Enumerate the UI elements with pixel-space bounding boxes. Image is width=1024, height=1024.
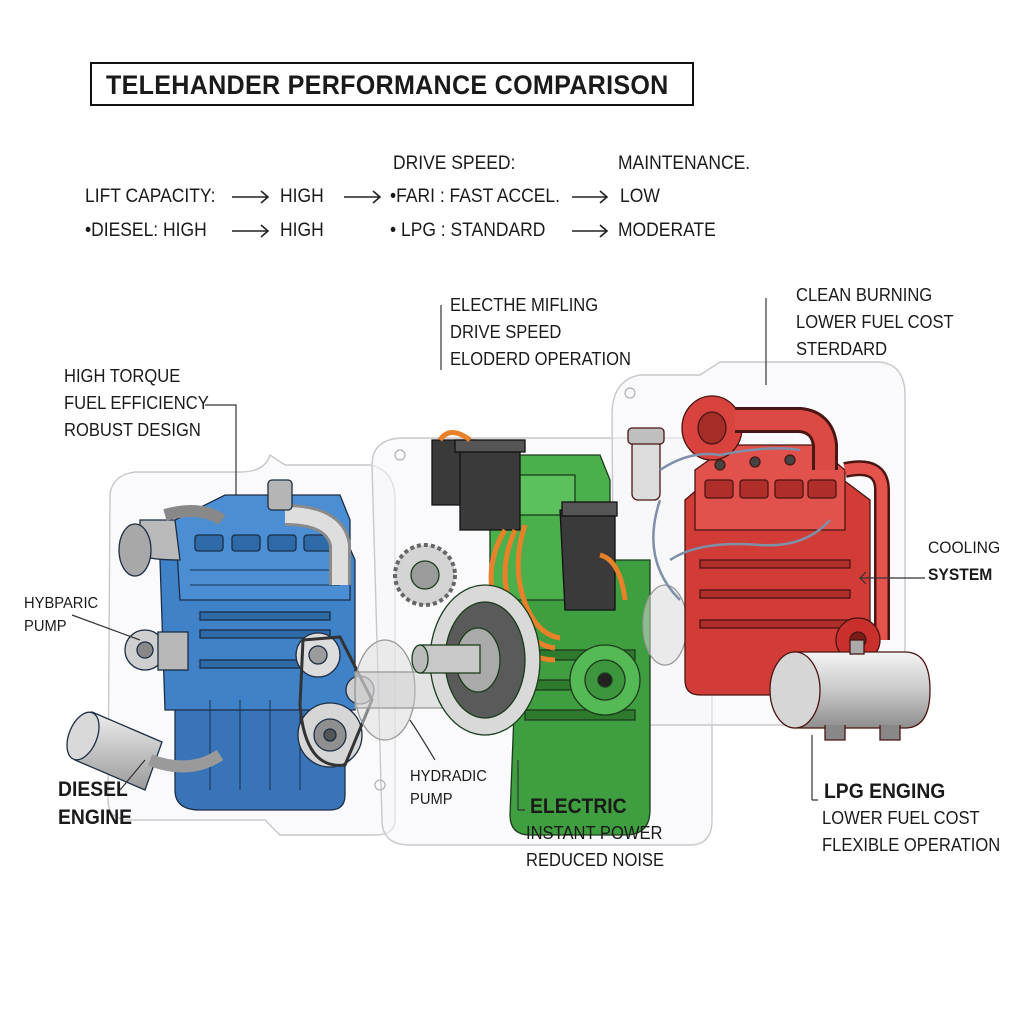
electric-note: DRIVE SPEED [450, 322, 562, 342]
cooling-label-line: COOLING [928, 538, 1001, 557]
electric-motor-graphic [393, 430, 688, 836]
electric-notes: ELECTHE MIFLING DRIVE SPEED ELODERD OPER… [450, 292, 631, 373]
electric-name: ELECTRIC [530, 795, 627, 818]
lift-capacity-label: LIFT CAPACITY: [85, 186, 216, 207]
engine-name-line: DIESEL [58, 778, 128, 801]
callout-lines [71, 298, 925, 811]
lpg-feature: FLEXIBLE OPERATION [822, 835, 1001, 855]
diesel-pump-label: HYBPARIC PUMP [24, 592, 98, 638]
electric-feature: REDUCED NOISE [526, 850, 665, 870]
diesel-engine-name: DIESEL ENGINE [58, 776, 132, 832]
page-title: TELEHANDER PERFORMANCE COMPARISON [106, 70, 669, 100]
lpg-engine-graphic [627, 395, 931, 741]
arrow-right-icon [232, 190, 609, 238]
lpg-note: LOWER FUEL COST [796, 312, 954, 332]
diesel-row-value: HIGH [280, 220, 324, 241]
diesel-note: HIGH TORQUE [64, 366, 181, 386]
engine-name-line: ENGINE [58, 806, 133, 829]
pump-label-line: PUMP [24, 618, 67, 635]
maintenance-value-2: MODERATE [618, 220, 716, 241]
electric-note: ELECTHE MIFLING [450, 295, 599, 315]
diesel-row-label: •DIESEL: HIGH [85, 220, 207, 241]
lpg-notes: CLEAN BURNING LOWER FUEL COST STERDARD [796, 282, 954, 363]
lpg-note: CLEAN BURNING [796, 285, 933, 305]
electric-pump-label: HYDRADIC PUMP [410, 765, 487, 811]
pump-label-line: HYDRADIC [410, 768, 487, 785]
maintenance-heading: MAINTENANCE. [618, 153, 751, 174]
electric-feature: INSTANT POWER [526, 823, 663, 843]
diesel-note: ROBUST DESIGN [64, 420, 201, 440]
maintenance-value-1: LOW [620, 186, 660, 207]
drive-speed-value-2: • LPG : STANDARD [390, 220, 546, 241]
diesel-engine-graphic [66, 479, 446, 811]
cooling-system-label: COOLING SYSTEM [928, 534, 1000, 588]
pump-label-line: PUMP [410, 791, 453, 808]
lpg-features: LOWER FUEL COST FLEXIBLE OPERATION [822, 805, 1000, 859]
lift-capacity-value: HIGH [280, 186, 324, 207]
diesel-notes: HIGH TORQUE FUEL EFFICIENCY ROBUST DESIG… [64, 363, 209, 444]
electric-note: ELODERD OPERATION [450, 349, 631, 369]
lpg-feature: LOWER FUEL COST [822, 808, 980, 828]
drive-speed-value-1: •FARI : FAST ACCEL. [390, 186, 560, 207]
drive-speed-heading: DRIVE SPEED: [393, 153, 516, 174]
pump-label-line: HYBPARIC [24, 595, 99, 612]
cooling-label-line: SYSTEM [928, 565, 993, 584]
diesel-note: FUEL EFFICIENCY [64, 393, 209, 413]
title-box: TELEHANDER PERFORMANCE COMPARISON [90, 62, 694, 106]
lpg-engine-name: LPG ENGING [824, 780, 946, 803]
lpg-note: STERDARD [796, 339, 888, 359]
electric-features: INSTANT POWER REDUCED NOISE [526, 820, 664, 874]
